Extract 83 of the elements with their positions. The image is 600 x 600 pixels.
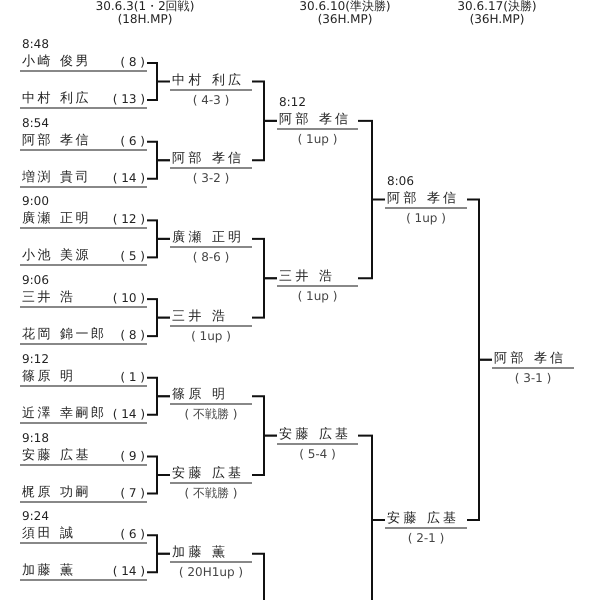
player-name: 廣瀬 正明 [22, 211, 92, 228]
tee-time: 9:00 [22, 194, 49, 208]
tee-time: 9:18 [22, 430, 49, 444]
match-score: ( 2-1 ) [406, 530, 446, 547]
tee-time: 9:12 [22, 352, 49, 366]
seed-number: ( 6 ) [120, 132, 145, 149]
seed-number: ( 14 ) [112, 563, 145, 580]
winner-name: 中村 利広 [170, 72, 252, 90]
player-name: 須田 誠 [22, 526, 76, 542]
tee-time: 8:54 [22, 116, 49, 130]
winner-name: 篠原 明 [170, 387, 252, 406]
match-score: ( 5-4 ) [298, 446, 337, 463]
winner-name: 三井 浩 [277, 269, 358, 288]
winner-name: 阿部 孝信 [277, 112, 358, 130]
match-score: ( 不戦勝 ) [184, 485, 238, 502]
bracket-line [252, 120, 277, 162]
winner-name: 安藤 広基 [277, 426, 358, 445]
bracket-line [252, 434, 277, 476]
bracket-line [147, 80, 170, 101]
winner-name: 安藤 広基 [385, 511, 467, 529]
bracket-line [467, 358, 492, 521]
tee-time: 9:06 [22, 273, 49, 288]
format-note: (36H.MP) [470, 13, 524, 26]
match-score: ( 1up ) [190, 328, 232, 345]
seed-number: ( 13 ) [112, 91, 145, 107]
winner-name: 阿部 孝信 [170, 151, 252, 170]
round-date: 30.6.10(準決勝) [299, 0, 391, 13]
seed-number: ( 1 ) [120, 368, 145, 385]
format-note: (18H.MP) [118, 13, 172, 26]
seed-number: ( 6 ) [120, 526, 145, 542]
player-name: 近澤 幸嗣郎 [22, 406, 107, 422]
player-name: 梶原 功嗣 [22, 484, 92, 500]
winner-name: 安藤 広基 [170, 466, 252, 484]
match-score: ( 1up ) [296, 130, 338, 148]
player-name: 安藤 広基 [22, 448, 92, 464]
bracket-line [147, 474, 170, 494]
winner-name: 阿部 孝信 [492, 350, 574, 369]
player-name: 花岡 錦一郎 [22, 327, 107, 344]
match-score: ( 20H1up ) [178, 564, 244, 581]
seed-number: ( 7 ) [120, 484, 145, 500]
player-name: 中村 利広 [22, 91, 92, 107]
tee-time: 8:12 [279, 94, 306, 109]
player-name: 篠原 明 [22, 368, 76, 385]
bracket-line [147, 316, 170, 338]
round-date: 30.6.17(決勝) [457, 0, 537, 13]
bracket-line [147, 552, 170, 574]
winner-name: 三井 浩 [170, 308, 252, 327]
tee-time: 8:48 [22, 37, 49, 51]
bracket-line [147, 395, 170, 416]
winner-name: 加藤 薫 [170, 544, 252, 563]
player-name: 増渕 貴司 [22, 170, 92, 186]
player-name: 小崎 俊男 [22, 54, 92, 70]
player-name: 加藤 薫 [22, 563, 76, 580]
match-score: ( 不戦勝 ) [184, 406, 238, 424]
bracket-line [147, 238, 170, 258]
match-score: ( 4-3 ) [192, 92, 230, 108]
bracket-line [371, 519, 385, 600]
seed-number: ( 8 ) [120, 54, 145, 70]
match-score: ( 1up ) [296, 288, 338, 306]
bracket-line [252, 277, 277, 319]
seed-number: ( 14 ) [112, 406, 145, 422]
round-date: 30.6.3(1・2回戦) [96, 0, 194, 13]
tee-time: 9:24 [22, 509, 49, 524]
seed-number: ( 14 ) [112, 170, 145, 186]
seed-number: ( 12 ) [112, 211, 145, 228]
tee-time: 8:06 [387, 174, 414, 188]
winner-name: 廣瀬 正明 [170, 230, 252, 248]
bracket-line [252, 552, 265, 600]
player-name: 小池 美源 [22, 248, 92, 264]
player-name: 三井 浩 [22, 290, 76, 306]
player-name: 阿部 孝信 [22, 132, 92, 149]
match-score: ( 3-1 ) [514, 370, 552, 387]
seed-number: ( 8 ) [120, 327, 145, 344]
match-score: ( 3-2 ) [192, 170, 230, 188]
match-score: ( 8-6 ) [192, 248, 230, 266]
bracket-line [147, 159, 170, 180]
winner-name: 阿部 孝信 [385, 190, 467, 209]
seed-number: ( 10 ) [112, 290, 145, 306]
bracket-line [358, 198, 385, 280]
format-note: (36H.MP) [318, 13, 372, 26]
seed-number: ( 9 ) [120, 448, 145, 464]
match-score: ( 1up ) [405, 210, 447, 227]
seed-number: ( 5 ) [120, 248, 145, 264]
